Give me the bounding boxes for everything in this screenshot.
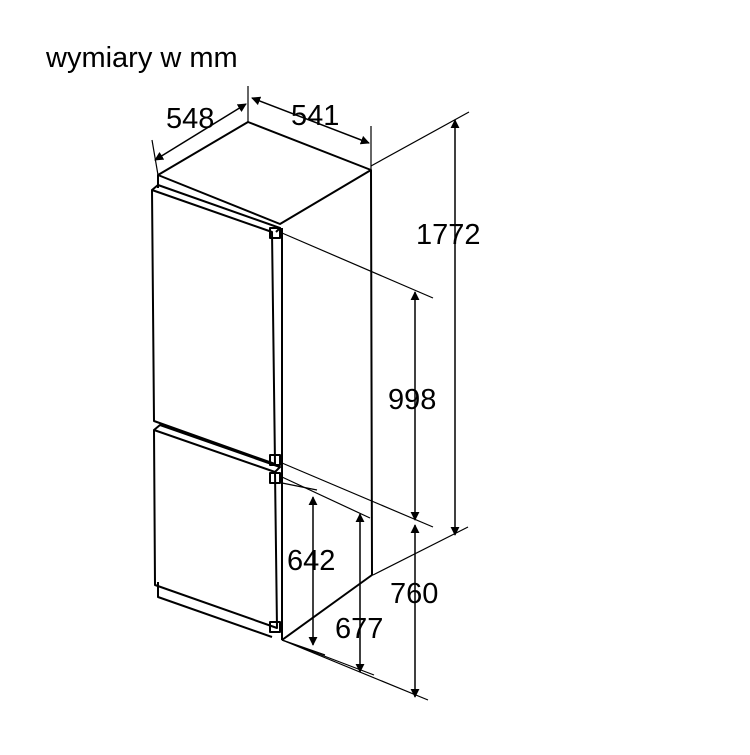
ext-998-top	[281, 232, 434, 299]
lower-hinge	[269, 621, 281, 633]
upper-door-thickness	[151, 184, 281, 233]
ext-bottom-1772	[372, 526, 469, 576]
ext-677-top	[281, 476, 371, 519]
ext-left-top	[151, 139, 159, 176]
plinth	[157, 582, 273, 638]
label-1772: 1772	[416, 219, 481, 251]
arrow-548	[154, 103, 247, 161]
label-998: 998	[388, 384, 436, 416]
middle-hinge-bottom	[269, 472, 281, 484]
ext-998-bottom	[281, 462, 434, 528]
label-541: 541	[291, 100, 339, 132]
ext-642-top	[281, 482, 318, 491]
cabinet-top	[157, 121, 372, 225]
units-title: wymiary w mm	[46, 42, 238, 74]
upper-door	[151, 189, 276, 465]
lower-door-thickness	[153, 424, 281, 473]
label-760: 760	[390, 578, 438, 610]
upper-hinge	[269, 227, 281, 239]
label-677: 677	[335, 613, 383, 645]
lower-door	[153, 429, 278, 629]
label-548: 548	[166, 103, 214, 135]
label-642: 642	[287, 545, 335, 577]
arrow-541	[251, 96, 370, 145]
ext-760-bottom	[281, 639, 429, 701]
